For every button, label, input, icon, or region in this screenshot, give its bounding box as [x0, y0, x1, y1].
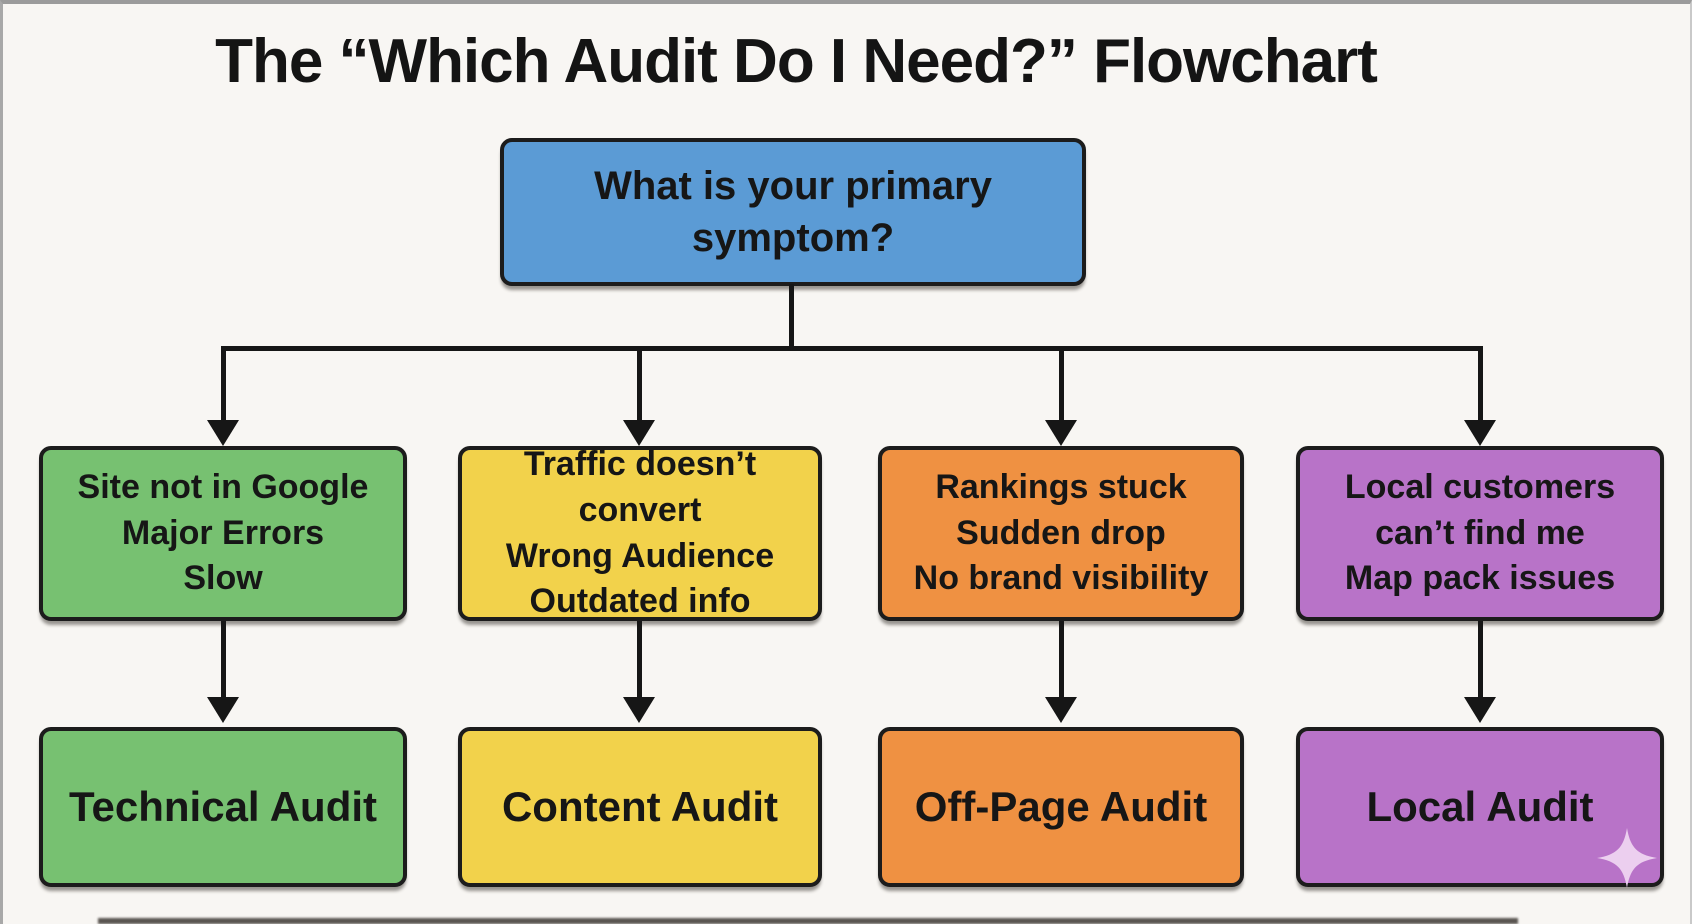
symptom-line: can’t find me	[1375, 513, 1585, 552]
bottom-crop-strip	[98, 918, 1518, 924]
symptom-line: Rankings stuck	[935, 467, 1187, 506]
connector-root-stem	[789, 284, 794, 348]
arrowhead-audit-col2	[623, 697, 655, 723]
audit-label: Technical Audit	[68, 783, 378, 830]
symptom-node-local: Local customers can’t find me Map pack i…	[1296, 446, 1664, 621]
audit-label: Local Audit	[1366, 783, 1594, 830]
audit-node-content: Content Audit	[458, 727, 822, 887]
audit-node-off-page: Off-Page Audit	[878, 727, 1244, 887]
symptom-line: Site not in Google	[77, 467, 369, 506]
arrowhead-drop-col4	[1464, 420, 1496, 446]
symptom-line: Map pack issues	[1344, 559, 1616, 598]
symptom-line: No brand visibility	[913, 559, 1209, 598]
arrowhead-audit-col4	[1464, 697, 1496, 723]
symptom-line: Traffic doesn’t convert	[523, 444, 757, 529]
arrowhead-audit-col1	[207, 697, 239, 723]
sparkle-icon	[1597, 828, 1657, 888]
connector-symptom-audit-col1	[221, 621, 226, 699]
audit-node-local: Local Audit	[1296, 727, 1664, 887]
connector-drop-col3	[1059, 346, 1064, 424]
root-question-node: What is your primary symptom?	[500, 138, 1086, 286]
connector-drop-col4	[1478, 346, 1483, 424]
connector-horizontal-bar	[221, 346, 1483, 351]
audit-node-technical: Technical Audit	[39, 727, 407, 887]
arrowhead-drop-col2	[623, 420, 655, 446]
arrowhead-drop-col3	[1045, 420, 1077, 446]
connector-symptom-audit-col2	[637, 621, 642, 699]
symptom-line: Wrong Audience	[505, 536, 775, 575]
symptom-node-technical: Site not in Google Major Errors Slow	[39, 446, 407, 621]
symptom-line: Sudden drop	[956, 513, 1166, 552]
symptom-line: Local customers	[1344, 467, 1616, 506]
symptom-line: Major Errors	[121, 513, 325, 552]
connector-drop-col2	[637, 346, 642, 424]
symptom-node-content: Traffic doesn’t convert Wrong Audience O…	[458, 445, 822, 621]
arrowhead-audit-col3	[1045, 697, 1077, 723]
connector-symptom-audit-col3	[1059, 621, 1064, 699]
symptom-node-off-page: Rankings stuck Sudden drop No brand visi…	[878, 446, 1244, 621]
audit-label: Off-Page Audit	[914, 783, 1208, 830]
connector-drop-col1	[221, 346, 226, 424]
page-title: The “Which Audit Do I Need?” Flowchart	[215, 27, 1378, 96]
connector-symptom-audit-col4	[1478, 621, 1483, 699]
symptom-line: Outdated info	[529, 582, 751, 621]
symptom-line: Slow	[183, 559, 263, 598]
root-question-label: What is your primary symptom?	[594, 164, 992, 260]
audit-label: Content Audit	[501, 783, 779, 830]
arrowhead-drop-col1	[207, 420, 239, 446]
